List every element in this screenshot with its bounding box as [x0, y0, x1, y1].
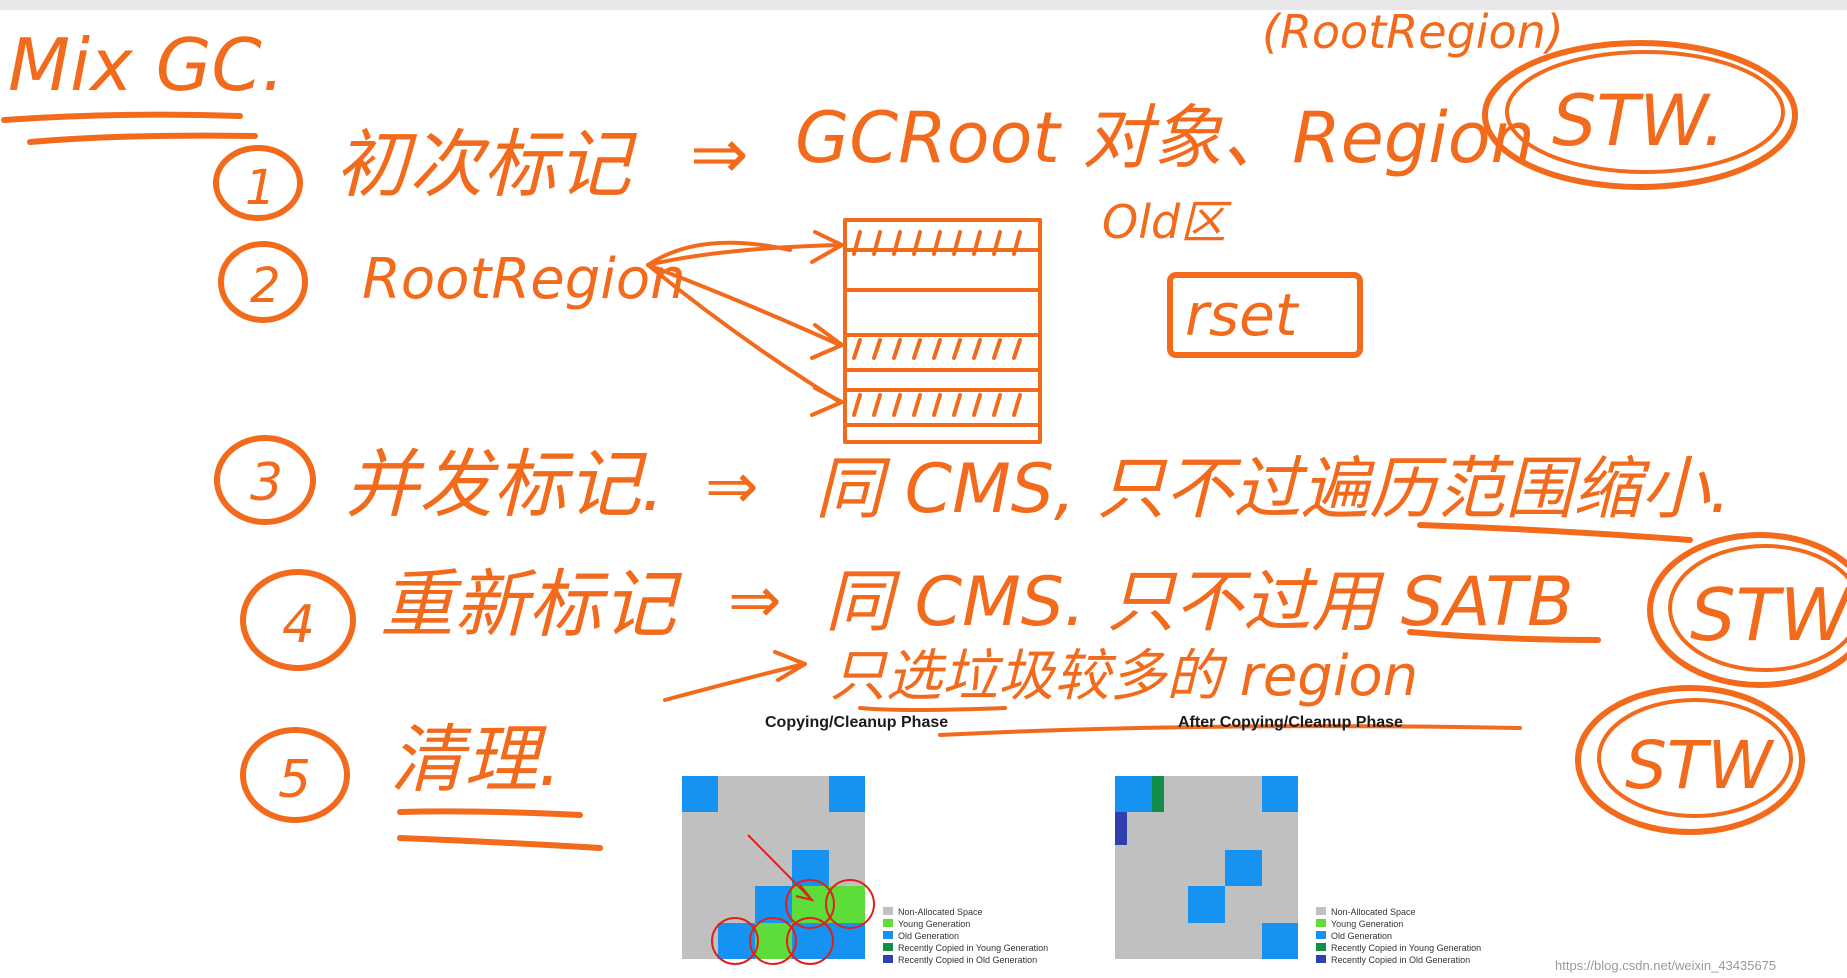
rset-label: rset: [1185, 281, 1300, 349]
step-4-label: 重新标记: [380, 562, 683, 648]
rset-box: rset: [1167, 272, 1363, 358]
svg-text:Young Generation: Young Generation: [1331, 919, 1403, 929]
title-underline-2: [27, 132, 258, 145]
step-1-arrow: ⇒: [690, 113, 749, 195]
step-3: 3 并发标记. ⇒ 同 CMS, 只不过遍历范围缩小.: [214, 435, 1731, 529]
step-2: 2 RootRegion: [218, 241, 686, 323]
followup-arrowhead: [773, 650, 807, 682]
svg-text:Young Generation: Young Generation: [898, 919, 970, 929]
watermark: https://blog.csdn.net/weixin_43435675: [1555, 958, 1776, 973]
svg-text:Recently Copied in Old Generat: Recently Copied in Old Generation: [1331, 955, 1470, 965]
svg-text:Old Generation: Old Generation: [898, 931, 959, 941]
stw-badge-2-text: STW: [1690, 573, 1847, 657]
svg-text:Recently Copied in Young Gener: Recently Copied in Young Generation: [1331, 943, 1481, 953]
svg-text:Non-Allocated Space: Non-Allocated Space: [898, 907, 983, 917]
step-4-detail: 同 CMS. 只不过用 SATB: [825, 563, 1574, 642]
step-4-number: 4: [282, 595, 315, 655]
figure-copying-cleanup: Copying/Cleanup Phase Non-Allocated Spac…: [682, 714, 1048, 965]
step-4-arrow: ⇒: [728, 564, 782, 638]
svg-text:Recently Copied in Old Generat: Recently Copied in Old Generation: [898, 955, 1037, 965]
followup-arrow: [663, 663, 802, 702]
old-region-label: Old区: [1102, 195, 1232, 249]
step-2-number-circle: [218, 241, 308, 323]
step-3-label: 并发标记.: [345, 442, 665, 528]
svg-text:Old Generation: Old Generation: [1331, 931, 1392, 941]
svg-text:Non-Allocated Space: Non-Allocated Space: [1331, 907, 1416, 917]
step-1: 1 初次标记 ⇒ GCRoot 对象、Region: [213, 97, 1535, 221]
stw-badge-3-text: STW: [1625, 727, 1775, 804]
step-3-number-circle: [214, 435, 316, 525]
step-1-detail: GCRoot 对象、Region: [795, 97, 1535, 179]
step-5: 5 清理.: [240, 717, 562, 823]
step-4: 4 重新标记 ⇒ 同 CMS. 只不过用 SATB: [240, 562, 1574, 671]
stw-badge-2: STW: [1647, 532, 1847, 688]
old-region-table: [843, 218, 1042, 444]
figure-1-title: Copying/Cleanup Phase: [765, 714, 948, 731]
stw-badge-1: STW.: [1482, 40, 1798, 190]
step-5-number: 5: [278, 750, 311, 810]
stw-badge-3: STW: [1575, 685, 1805, 835]
figure-1-legend: Non-Allocated Space Young Generation Old…: [883, 907, 1048, 965]
step-5-underline: [397, 808, 583, 818]
step-3-underline: [1417, 522, 1693, 543]
figure-2-legend: Non-Allocated Space Young Generation Old…: [1316, 907, 1481, 965]
figure-2-title: After Copying/Cleanup Phase: [1178, 714, 1403, 731]
satb-underline: [1407, 629, 1601, 643]
step-2-number: 2: [250, 258, 281, 314]
hatching: [852, 230, 1022, 417]
step-1-number: 1: [245, 160, 276, 216]
step-3-detail: 同 CMS, 只不过遍历范围缩小.: [815, 450, 1731, 529]
stw-badge-1-text: STW.: [1552, 80, 1725, 162]
figure-after-copying-cleanup: After Copying/Cleanup Phase Non-Allocate…: [1115, 714, 1481, 965]
page-title: Mix GC.: [8, 23, 285, 107]
step-4-followup: 只选垃圾较多的 region: [830, 644, 1418, 709]
step-2-label: RootRegion: [362, 247, 686, 312]
top-bar: [0, 0, 1847, 10]
step-5-number-circle: [240, 727, 350, 823]
step-4-number-circle: [240, 569, 356, 671]
followup-wave: [938, 724, 1522, 737]
step-1-number-circle: [213, 145, 303, 221]
step-1-label: 初次标记: [335, 122, 638, 208]
annotation-circles: [711, 834, 875, 965]
step-5-underline-2: [397, 835, 603, 851]
step-3-number: 3: [250, 453, 283, 513]
root-region-arrows: [646, 230, 844, 417]
step-5-label: 清理.: [390, 717, 562, 803]
svg-text:Recently Copied in Young Gener: Recently Copied in Young Generation: [898, 943, 1048, 953]
root-region-note: (RootRegion): [1262, 5, 1564, 59]
followup-underline: [858, 706, 1007, 712]
title-underline: [1, 111, 243, 123]
step-3-arrow: ⇒: [705, 450, 759, 524]
